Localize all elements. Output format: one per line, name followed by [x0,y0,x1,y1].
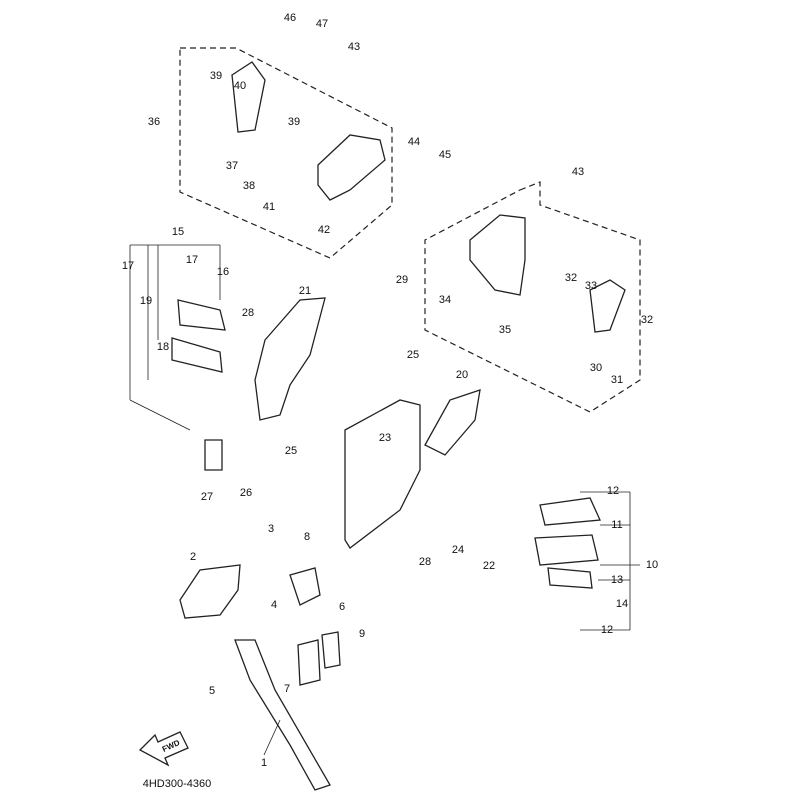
frame-plate [344,399,421,549]
callout-label: 8 [303,531,311,543]
callout-label: 12 [600,624,614,636]
callout-label: 34 [438,294,452,306]
callout-label: 31 [610,374,624,386]
footrest-bracket-rear-right [317,134,386,201]
callout-label: 44 [407,136,421,148]
bracket-21 [254,297,326,421]
callout-label: 17 [121,260,135,272]
callout-label: 37 [225,160,239,172]
sidestand-1 [234,639,331,791]
spring-7 [297,639,321,686]
callout-label: 17 [185,254,199,266]
assembly-box-36 [179,47,393,259]
spring-6 [321,631,341,669]
callout-label: 25 [406,349,420,361]
callout-label: 26 [239,487,253,499]
callout-label: 6 [338,601,346,613]
footrest-front-left [177,299,226,331]
callout-label: 7 [283,683,291,695]
bracket-13 [547,567,593,589]
callout-label: 22 [482,560,496,572]
part-code: 4HD300-4360 [142,778,212,790]
callout-label: 24 [451,544,465,556]
callout-label: 43 [571,166,585,178]
callout-label: 23 [378,432,392,444]
callout-label: 33 [584,280,598,292]
callout-label: 46 [283,12,297,24]
callout-label: 47 [315,18,329,30]
callout-label: 19 [139,295,153,307]
callout-label: 18 [156,341,170,353]
callout-label: 28 [418,556,432,568]
callout-label: 16 [216,266,230,278]
callout-label: 13 [610,574,624,586]
fwd-arrow [138,731,189,767]
footrest-rear-left [589,279,626,333]
bracket-2 [179,564,241,619]
plate-8 [289,567,321,606]
callout-label: 38 [242,180,256,192]
assembly-box-29 [424,181,641,413]
callout-label: 39 [209,70,223,82]
callout-label: 5 [208,685,216,697]
callout-label: 36 [147,116,161,128]
callout-label: 15 [171,226,185,238]
callout-label: 45 [438,149,452,161]
callout-label: 29 [395,274,409,286]
footrest-front-right-2 [534,534,599,566]
callout-label: 43 [347,41,361,53]
callout-label: 4 [270,599,278,611]
callout-label: 41 [262,201,276,213]
callout-label: 14 [615,598,629,610]
callout-label: 28 [241,307,255,319]
callout-label: 27 [200,491,214,503]
callout-label: 21 [298,285,312,297]
callout-label: 25 [284,445,298,457]
collar-27 [204,439,223,471]
callout-label: 20 [455,369,469,381]
callout-label: 2 [189,551,197,563]
callout-label: 40 [233,80,247,92]
heel-guard-20 [424,389,481,456]
footrest-front-left-2 [171,337,223,373]
callout-label: 35 [498,324,512,336]
callout-label: 39 [287,116,301,128]
callout-label: 1 [260,757,268,769]
callout-label: 12 [606,485,620,497]
callout-label: 30 [589,362,603,374]
footrest-bracket-rear-left [469,214,526,296]
callout-label: 3 [267,523,275,535]
footrest-rear-right [231,61,266,133]
callout-label: 32 [564,272,578,284]
callout-label: 9 [358,628,366,640]
callout-label: 32 [640,314,654,326]
callout-label: 42 [317,224,331,236]
footrest-front-right [539,497,601,526]
callout-label: 10 [645,559,659,571]
callout-label: 11 [611,519,623,531]
